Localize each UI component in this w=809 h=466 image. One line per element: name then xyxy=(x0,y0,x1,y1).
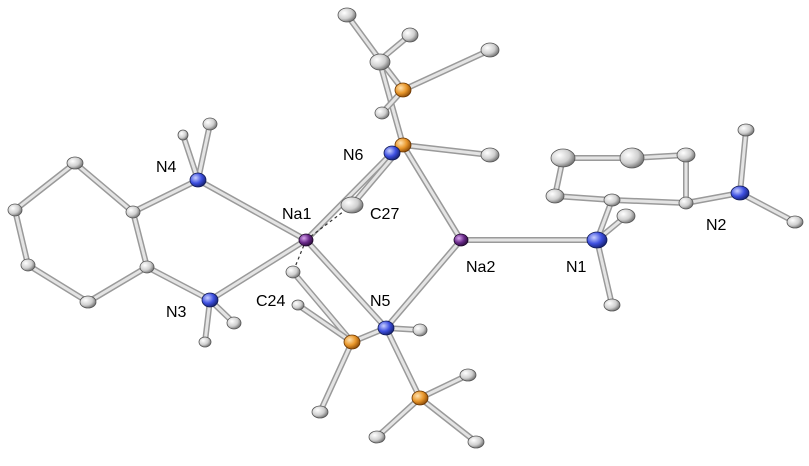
carbon-atom xyxy=(337,7,357,23)
phosphorus-atom xyxy=(394,82,412,98)
carbon-atom xyxy=(369,53,391,71)
carbon-atom xyxy=(603,193,621,207)
carbon-atom xyxy=(7,203,23,217)
carbon-atom xyxy=(678,196,694,210)
carbon-atom xyxy=(786,215,804,229)
carbon-atom xyxy=(459,368,477,382)
left-ring-bonds xyxy=(12,160,213,305)
carbon-atom xyxy=(368,430,386,444)
label-n4: N4 xyxy=(156,159,177,176)
nitrogen-atom-n1 xyxy=(586,231,608,249)
carbon-atom xyxy=(177,129,189,141)
label-n6: N6 xyxy=(343,147,364,164)
phosphorus-atom xyxy=(343,334,361,350)
carbon-atom xyxy=(545,188,565,204)
carbon-atom xyxy=(374,106,390,120)
label-n2: N2 xyxy=(706,217,727,234)
label-na1: Na1 xyxy=(282,206,311,223)
nitrogen-atom-n6 xyxy=(383,145,401,161)
atoms xyxy=(7,7,804,449)
carbon-atom-c27 xyxy=(340,196,364,214)
bonds xyxy=(12,12,798,445)
carbon-atom xyxy=(311,405,329,419)
atom-labels: N4 N6 Na1 C27 Na2 N1 N2 N3 C24 N5 xyxy=(156,147,727,321)
carbon-atom xyxy=(412,323,428,337)
label-c24: C24 xyxy=(256,293,285,310)
carbon-atom xyxy=(737,123,755,137)
nitrogen-atom-n5 xyxy=(377,320,395,336)
carbon-atom xyxy=(226,316,242,330)
label-n5: N5 xyxy=(370,293,391,310)
carbon-atom xyxy=(676,147,696,163)
carbon-atom xyxy=(603,298,621,312)
phosphorus-atom xyxy=(394,137,412,153)
carbon-atom xyxy=(139,260,155,274)
carbon-atom xyxy=(619,147,645,169)
carbon-atom xyxy=(401,27,419,43)
label-n1: N1 xyxy=(566,259,587,276)
carbon-atom-c24 xyxy=(285,265,301,279)
carbon-atom xyxy=(291,299,305,311)
carbon-atom xyxy=(20,258,36,272)
carbon-atom xyxy=(467,435,485,449)
label-c27: C27 xyxy=(370,206,399,223)
label-na2: Na2 xyxy=(466,259,495,276)
nitrogen-atom-n3 xyxy=(201,292,219,308)
carbon-atom xyxy=(66,156,84,170)
carbon-atom xyxy=(616,208,636,224)
carbon-atom xyxy=(480,42,500,58)
carbon-atom xyxy=(79,295,97,309)
carbon-atom xyxy=(125,205,141,219)
sodium-atom-na2 xyxy=(453,233,469,247)
carbon-atom xyxy=(550,148,576,168)
carbon-atom xyxy=(480,147,500,163)
phosphorus-atom xyxy=(411,390,429,406)
carbon-atom xyxy=(198,336,212,348)
label-n3: N3 xyxy=(166,304,187,321)
carbon-atom xyxy=(202,117,218,131)
nitrogen-atom-n2 xyxy=(730,185,750,201)
sodium-atom-na1 xyxy=(298,233,314,247)
nitrogen-atom-n4 xyxy=(189,172,207,188)
